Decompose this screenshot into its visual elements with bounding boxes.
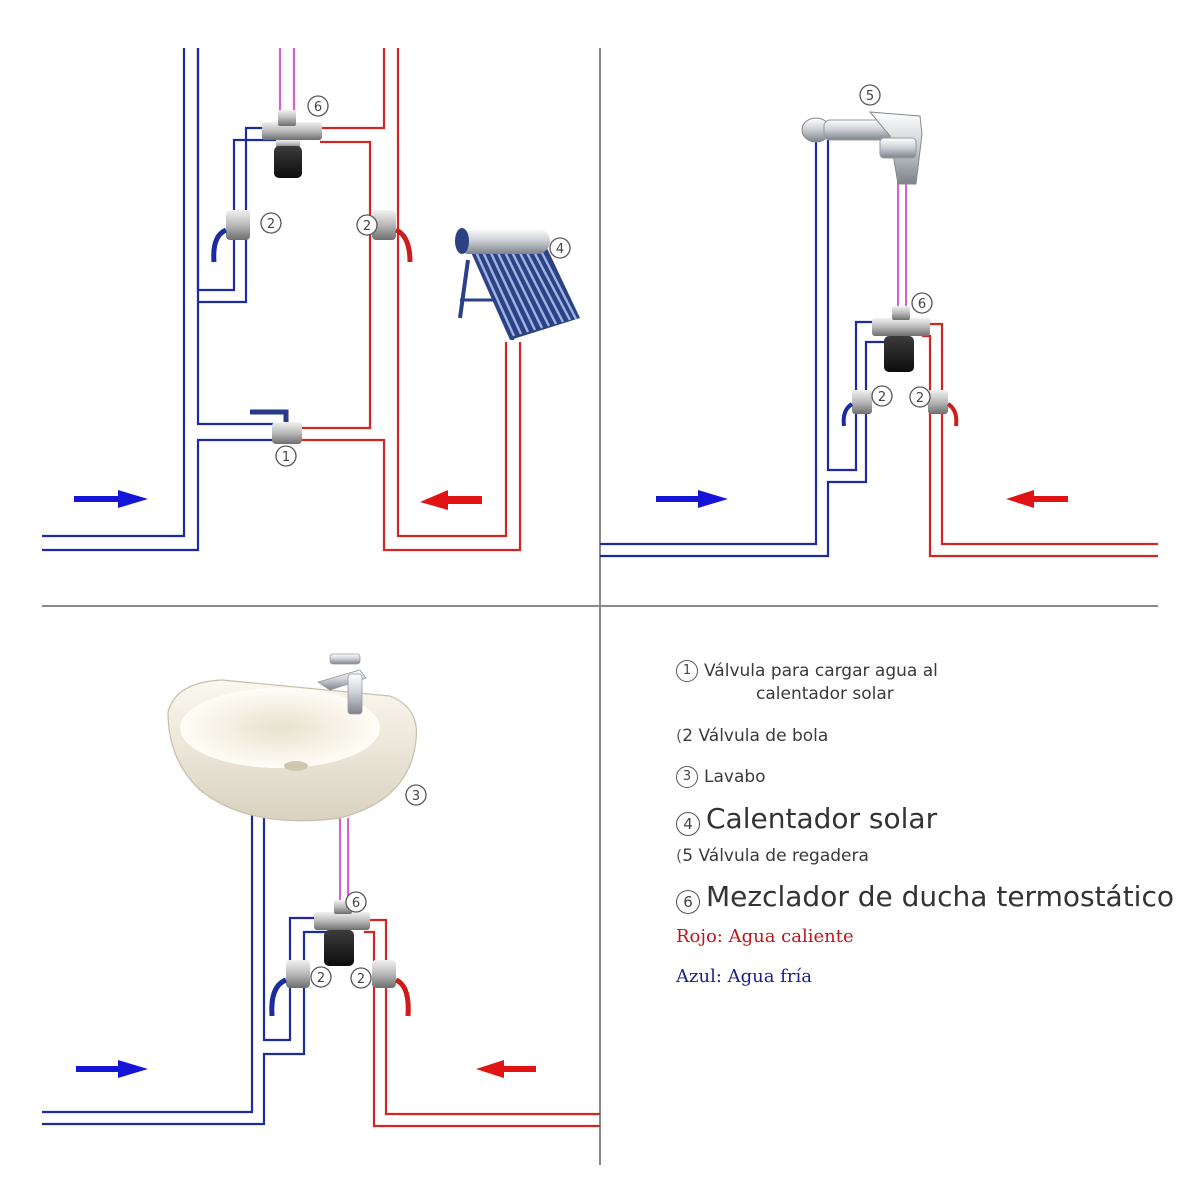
marker-6-mixer: 6 [345,891,367,913]
ball-valve-right [372,210,413,263]
svg-text:2: 2 [267,217,275,232]
legend-number-3: 3 [676,766,698,788]
mixed-water-pipes [278,48,296,112]
cold-water-pipes [42,48,276,552]
legend-hot-water: Rojo: Agua caliente [676,926,854,947]
legend-text-3: Lavabo [704,767,766,787]
ball-valve-left [211,210,250,263]
cold-inlet-arrow [656,490,728,508]
cold-water-pipes [42,810,328,1126]
cold-inlet-arrow [74,490,148,508]
mixed-water-pipes [339,818,349,908]
svg-text:5: 5 [866,89,874,104]
panel-shower-installation: 5 6 2 2 [600,84,1158,558]
svg-text:1: 1 [282,450,290,465]
legend-text-6: Mezclador de ducha termostático [706,880,1174,913]
marker-2-left-valve: 2 [871,385,893,407]
marker-2-right-valve: 2 [350,967,372,989]
svg-text:2: 2 [916,391,924,406]
ball-valve-right [928,390,959,427]
thermostatic-mixer-valve [314,900,370,966]
thermostatic-mixer-valve [872,306,930,372]
ball-valve-right [372,960,411,1017]
marker-3-washbasin: 3 [405,784,427,806]
cold-water-pipes [600,140,886,558]
svg-text:3: 3 [412,789,420,804]
ball-valve-left [269,960,310,1017]
panel-dividers [42,48,1158,1165]
washbasin [167,653,418,822]
legend-text-4: Calentador solar [706,802,938,835]
hot-water-pipes [922,322,1158,558]
legend-item-2: (2 Válvula de bola [676,726,828,746]
hot-water-pipes [364,918,600,1128]
hot-inlet-arrow [420,490,482,510]
legend-text-2: 2 Válvula de bola [682,726,829,746]
legend-prefix-2: ( [676,726,683,745]
marker-5-shower-valve: 5 [859,84,881,106]
svg-text:6: 6 [918,297,926,312]
legend-item-3: 3 Lavabo [676,766,766,788]
svg-text:2: 2 [357,972,365,987]
marker-6-top-left: 6 [307,95,329,117]
svg-text:2: 2 [317,971,325,986]
legend-item-1: 1 Válvula para cargar agua al [676,660,938,682]
hot-inlet-arrow [1006,490,1068,508]
marker-2-right-valve: 2 [909,386,931,408]
svg-text:4: 4 [556,242,564,257]
hot-inlet-arrow [476,1060,536,1078]
svg-text:2: 2 [363,219,371,234]
legend-item-5: (5 Válvula de regadera [676,846,869,866]
cold-inlet-arrow [76,1060,148,1078]
legend-number-1: 1 [676,660,698,682]
svg-text:2: 2 [878,390,886,405]
marker-6-mixer: 6 [911,292,933,314]
solar-charge-valve [250,409,302,444]
legend-text-1-line2: calentador solar [756,684,894,704]
marker-4-solar-heater: 4 [549,237,571,259]
mixed-water-pipes [897,168,907,312]
ball-valve-left [841,390,872,427]
legend-item-1-continued: calentador solar [756,684,894,704]
shower-valve-faucet [801,111,923,185]
marker-2-left-valve: 2 [260,212,282,234]
marker-1-charge-valve: 1 [275,445,297,467]
svg-text:6: 6 [352,896,360,911]
solar-water-heater [455,228,580,341]
legend-text-1-line1: Válvula para cargar agua al [704,661,938,681]
panel-solar-heater-installation: 6 2 2 4 1 [42,48,580,552]
svg-text:6: 6 [314,100,322,115]
thermostatic-mixer-valve [262,110,322,178]
legend-text-5: 5 Válvula de regadera [682,846,869,866]
hot-water-pipes [300,48,522,552]
panel-washbasin-installation: 3 6 2 2 [42,653,600,1128]
marker-2-left-valve: 2 [310,966,332,988]
marker-2-right-valve: 2 [356,214,378,236]
legend-number-4: 4 [676,811,700,836]
legend-number-6: 6 [676,889,700,914]
legend-prefix-5: ( [676,846,683,865]
legend-cold-water: Azul: Agua fría [676,966,812,987]
